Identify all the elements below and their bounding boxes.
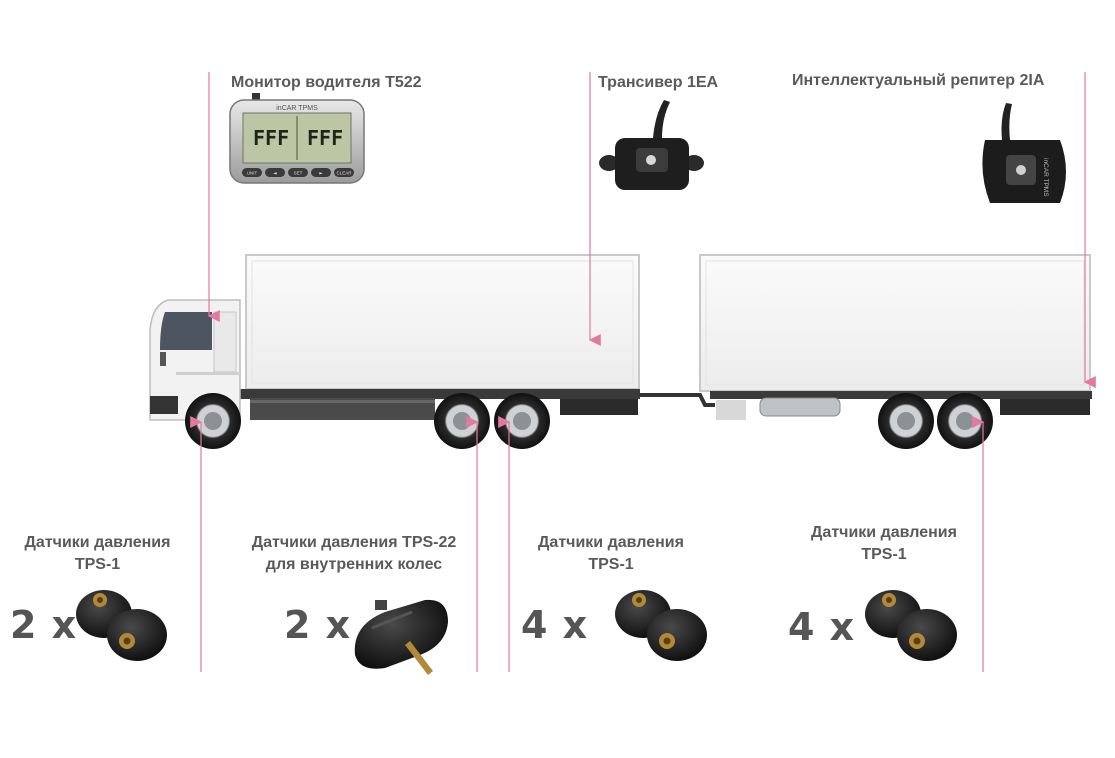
transceiver-led: [646, 155, 656, 165]
sensor-group-2-label: Датчики давления TPS-22 для внутренних к…: [240, 532, 468, 576]
sensor-group-2-line2: для внутренних колес: [265, 556, 443, 573]
tps22-sensor: [354, 599, 448, 675]
sensor-group-2-line1: Датчики давления TPS-22: [251, 534, 457, 551]
tps1-sensor-pair-4: [865, 590, 957, 661]
pointer-lines: [190, 72, 1096, 672]
repeater-device: inCAR TPMS: [982, 103, 1066, 203]
sensor-group-1-line1: Датчики давления: [24, 534, 171, 551]
trailer-cargo-box: [699, 254, 1091, 392]
sensor-group-3-quantity: 4 x: [521, 603, 589, 647]
monitor-button-unit-label: UNIT: [247, 171, 258, 176]
wheel-front: [185, 393, 241, 449]
tps1-sensor-pair-1: [76, 590, 167, 661]
repeater-label: Интеллектуальный репитер 2IA: [792, 72, 1045, 89]
sensor-group-2-quantity: 2 x: [284, 603, 352, 647]
cab-window: [160, 312, 212, 350]
transceiver-device: [599, 100, 704, 190]
truck: [149, 254, 1092, 449]
sensor-group-3-line1: Датчики давления: [538, 534, 684, 551]
trailer-tank: [759, 397, 841, 417]
side-skirt: [250, 398, 435, 420]
repeater-brand: inCAR TPMS: [1042, 158, 1049, 197]
transceiver-antenna: [653, 100, 670, 138]
tps22-valve-stem: [405, 641, 433, 675]
sensor-group-1-quantity: 2 x: [10, 603, 78, 647]
transceiver-label: Трансивер 1EA: [598, 74, 719, 91]
monitor-right-display: FFF: [307, 126, 343, 150]
sensor-group-1-line2: TPS-1: [74, 556, 121, 573]
monitor-button-left[interactable]: [265, 168, 285, 177]
monitor-button-left-label: ◄: [273, 172, 277, 177]
monitor-label: Монитор водителя T522: [231, 74, 422, 91]
sensor-group-1-label: Датчики давления TPS-1: [5, 532, 190, 576]
monitor-button-clear[interactable]: [334, 168, 354, 177]
sensor-group-4-line2: TPS-1: [861, 546, 907, 563]
monitor-buttons: UNIT ◄ SET ► CLEAR: [242, 168, 354, 177]
sensor-group-3-line2: TPS-1: [588, 556, 634, 573]
sensor-group-3-label: Датчики давления TPS-1: [522, 532, 700, 576]
monitor-button-set[interactable]: [288, 168, 308, 177]
monitor-button-clear-label: CLEAR: [336, 171, 352, 176]
monitor-brand: inCAR TPMS: [276, 105, 318, 112]
wheel-trailer-2: [937, 393, 993, 449]
monitor-button-unit[interactable]: [242, 168, 262, 177]
sensor-group-4-label: Датчики давления TPS-1: [795, 522, 973, 566]
monitor-button-right-label: ►: [319, 172, 323, 177]
sensor-group-4-line1: Датчики давления: [811, 524, 957, 541]
truck-cargo-box: [245, 254, 640, 390]
repeater-led: [1016, 165, 1026, 175]
monitor-left-display: FFF: [253, 126, 289, 150]
monitor-device: inCAR TPMS FFF FFF UNIT ◄ SET ► CLEAR: [229, 93, 365, 184]
wheel-rear-1: [434, 393, 490, 449]
monitor-button-right[interactable]: [311, 168, 331, 177]
repeater-antenna: [1001, 103, 1012, 140]
tps1-sensor-pair-3: [615, 590, 707, 661]
wheel-trailer-1: [878, 393, 934, 449]
wheel-rear-2: [494, 393, 550, 449]
sensor-group-4-quantity: 4 x: [788, 605, 856, 649]
monitor-button-set-label: SET: [294, 171, 303, 176]
